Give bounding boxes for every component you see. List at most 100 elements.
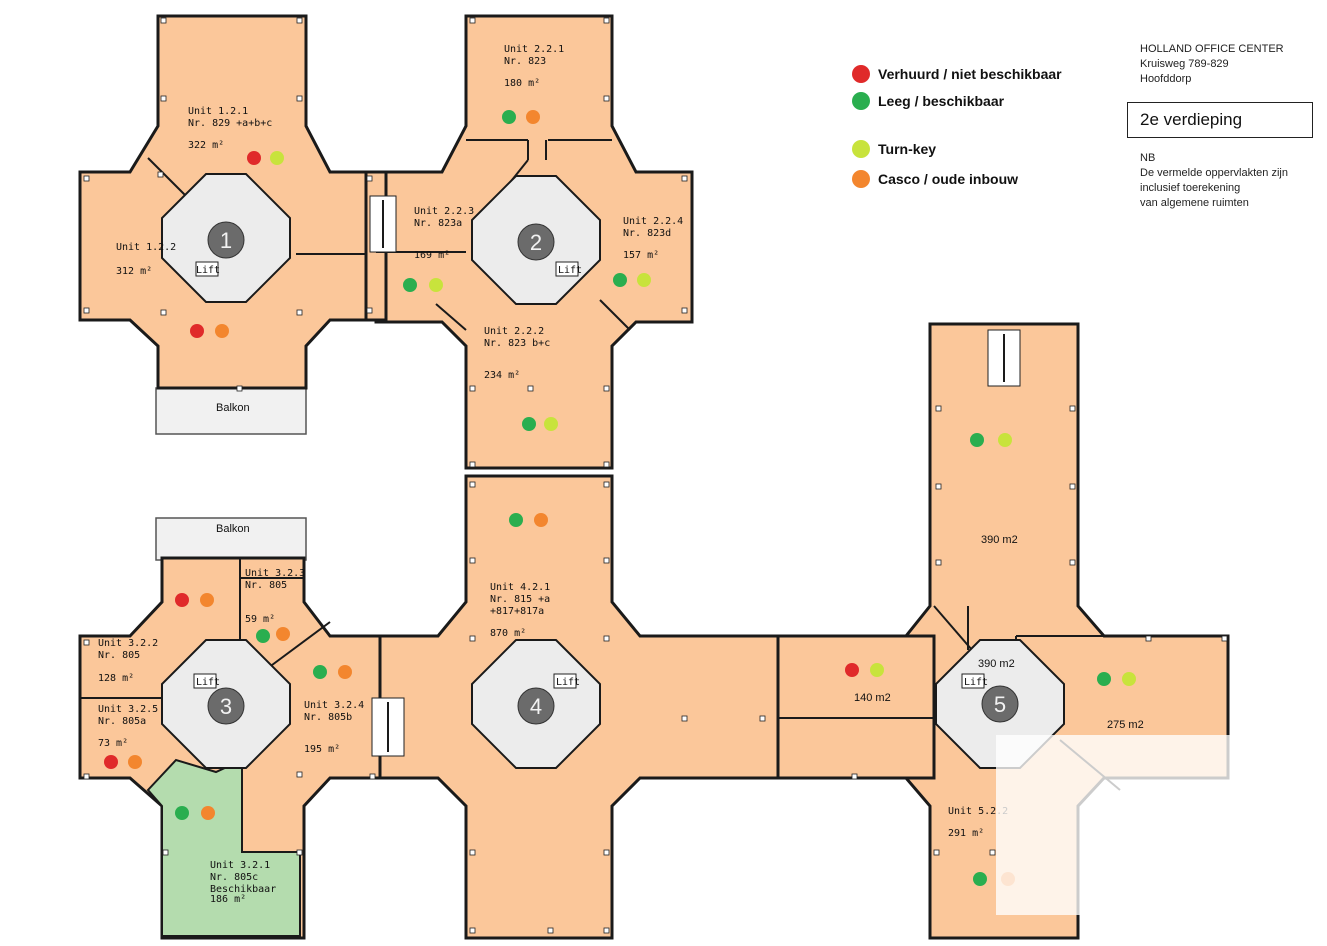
note-line: De vermelde oppervlakten zijn — [1140, 167, 1288, 179]
svg-text:73 m²: 73 m² — [98, 738, 128, 749]
status-dots — [104, 110, 1136, 886]
unit-3-2-5: Unit 3.2.5 Nr. 805a 73 m² — [98, 704, 158, 749]
unit-2-2-4: Unit 2.2.4 Nr. 823d 157 m² — [623, 216, 683, 261]
unit-3-2-4: Unit 3.2.4 Nr. 805b 195 m² — [304, 700, 364, 755]
unit-2-2-2: Unit 2.2.2 Nr. 823 b+c 234 m² — [484, 326, 550, 381]
core-3-lift: Lift — [196, 677, 220, 688]
svg-text:Beschikbaar: Beschikbaar — [210, 884, 276, 895]
svg-text:Nr. 815 +a: Nr. 815 +a — [490, 594, 550, 605]
svg-text:234 m²: 234 m² — [484, 370, 520, 381]
svg-text:Unit 3.2.5: Unit 3.2.5 — [98, 704, 158, 715]
unit-5-east-area: 275 m2 — [1107, 719, 1144, 731]
core-2-number: 2 — [530, 230, 542, 255]
svg-text:Nr. 805: Nr. 805 — [98, 650, 140, 661]
legend-item-turnkey: Turn-key — [852, 139, 936, 159]
svg-text:Unit 1.2.2: Unit 1.2.2 — [116, 242, 176, 253]
unit-2-2-1: Unit 2.2.1 Nr. 823 180 m² — [504, 44, 564, 89]
unit-4-2-1: Unit 4.2.1 Nr. 815 +a +817+817a 870 m² — [490, 582, 550, 639]
building-info: HOLLAND OFFICE CENTER Kruisweg 789-829 H… — [1140, 42, 1284, 87]
unit-5-core-area: 390 m2 — [978, 658, 1015, 670]
core-2: 2 Lift — [471, 175, 601, 305]
wing-5 — [902, 322, 1230, 940]
svg-text:Unit 3.2.4: Unit 3.2.4 — [304, 700, 364, 711]
svg-text:Unit 2.2.4: Unit 2.2.4 — [623, 216, 683, 227]
svg-text:Unit 4.2.1: Unit 4.2.1 — [490, 582, 550, 593]
stair-3 — [371, 697, 405, 757]
svg-text:186 m²: 186 m² — [210, 894, 246, 905]
svg-text:Unit 3.2.3: Unit 3.2.3 — [245, 568, 305, 579]
unit-5-top-area: 390 m2 — [981, 534, 1018, 546]
svg-text:Nr. 805a: Nr. 805a — [98, 716, 146, 727]
core-1-lift: Lift — [196, 265, 220, 276]
svg-text:Unit 2.2.1: Unit 2.2.1 — [504, 44, 564, 55]
stair-5 — [987, 329, 1021, 387]
core-5-number: 5 — [994, 692, 1006, 717]
svg-text:59 m²: 59 m² — [245, 614, 275, 625]
svg-text:Nr. 805c: Nr. 805c — [210, 872, 258, 883]
unit-3-2-1-area — [146, 758, 301, 937]
svg-text:Nr. 823d: Nr. 823d — [623, 228, 671, 239]
svg-text:Unit 2.2.3: Unit 2.2.3 — [414, 206, 474, 217]
balcony-bottom — [155, 517, 307, 561]
svg-text:Nr. 829 +a+b+c: Nr. 829 +a+b+c — [188, 118, 272, 129]
lime-dot-icon — [852, 140, 870, 158]
core-4-lift: Lift — [556, 677, 580, 688]
city: Hoofddorp — [1140, 73, 1192, 85]
legend-label: Leeg / beschikbaar — [878, 93, 1005, 109]
pillars — [83, 17, 1228, 934]
balcony-bottom-label: Balkon — [216, 523, 250, 535]
svg-text:Unit 2.2.2: Unit 2.2.2 — [484, 326, 544, 337]
unit-3-2-1: Unit 3.2.1 Nr. 805c Beschikbaar 186 m² — [210, 860, 276, 905]
svg-text:Unit 3.2.2: Unit 3.2.2 — [98, 638, 158, 649]
note-line: NB — [1140, 152, 1156, 164]
legend-label: Turn-key — [878, 141, 937, 157]
legend-label: Verhuurd / niet beschikbaar — [878, 66, 1062, 82]
core-4: 4 Lift — [471, 639, 601, 769]
svg-text:157 m²: 157 m² — [623, 250, 659, 261]
unit-1-2-2: Unit 1.2.2 312 m² — [116, 242, 176, 277]
floor-title: 2e verdieping — [1127, 102, 1313, 138]
svg-text:870 m²: 870 m² — [490, 628, 526, 639]
svg-text:Nr. 823: Nr. 823 — [504, 56, 546, 67]
svg-text:+817+817a: +817+817a — [490, 606, 544, 617]
note-line: inclusief toerekening — [1140, 182, 1241, 194]
unit-3-2-3: Unit 3.2.3 Nr. 805 59 m² — [245, 568, 305, 625]
svg-text:Unit 3.2.1: Unit 3.2.1 — [210, 860, 270, 871]
core-3-number: 3 — [220, 694, 232, 719]
legend-item-available: Leeg / beschikbaar — [852, 91, 1004, 111]
legend-item-casco: Casco / oude inbouw — [852, 169, 1018, 189]
unit-1-2-1: Unit 1.2.1 Nr. 829 +a+b+c 322 m² — [188, 106, 272, 151]
unit-2-2-3: Unit 2.2.3 Nr. 823a 169 m² — [414, 206, 474, 261]
core-5-lift: Lift — [964, 677, 988, 688]
svg-text:Nr. 805b: Nr. 805b — [304, 712, 352, 723]
svg-text:Unit 5.2.2: Unit 5.2.2 — [948, 806, 1008, 817]
svg-text:322 m²: 322 m² — [188, 140, 224, 151]
core-4-number: 4 — [530, 694, 542, 719]
legend-item-rented: Verhuurd / niet beschikbaar — [852, 64, 1062, 84]
svg-text:169 m²: 169 m² — [414, 250, 450, 261]
red-dot-icon — [852, 65, 870, 83]
area-note: NB De vermelde oppervlakten zijn inclusi… — [1140, 151, 1288, 211]
note-line: van algemene ruimten — [1140, 197, 1249, 209]
svg-text:Nr. 805: Nr. 805 — [245, 580, 287, 591]
company-name: HOLLAND OFFICE CENTER — [1140, 43, 1284, 55]
legend-label: Casco / oude inbouw — [878, 171, 1019, 187]
svg-text:Unit 1.2.1: Unit 1.2.1 — [188, 106, 248, 117]
corridor-east — [776, 634, 940, 780]
watermark-overlay — [996, 735, 1256, 915]
svg-text:Nr. 823 b+c: Nr. 823 b+c — [484, 338, 550, 349]
balcony-top-label: Balkon — [216, 402, 250, 414]
unit-3-2-2: Unit 3.2.2 Nr. 805 128 m² — [98, 638, 158, 684]
balcony-top — [155, 387, 307, 435]
svg-text:Nr. 823a: Nr. 823a — [414, 218, 462, 229]
svg-text:195 m²: 195 m² — [304, 744, 340, 755]
core-1-number: 1 — [220, 228, 232, 253]
stair-1 — [369, 195, 397, 253]
orange-dot-icon — [852, 170, 870, 188]
svg-text:291 m²: 291 m² — [948, 828, 984, 839]
unit-5-2-2: Unit 5.2.2 291 m² — [948, 806, 1008, 839]
core-2-lift: Lift — [558, 265, 582, 276]
green-dot-icon — [852, 92, 870, 110]
svg-text:312 m²: 312 m² — [116, 266, 152, 277]
